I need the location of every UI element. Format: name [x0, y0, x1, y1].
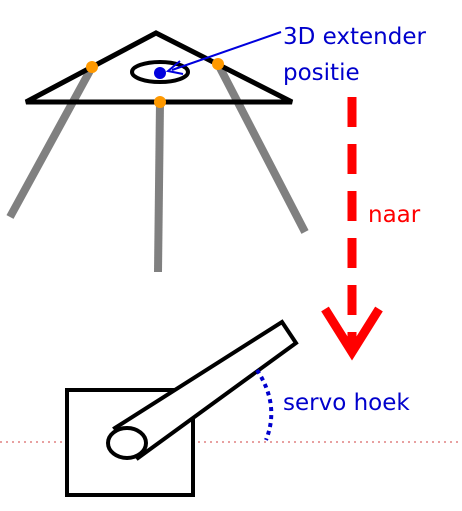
- joint-left: [86, 61, 98, 73]
- servo-shaft: [106, 426, 148, 460]
- extender-pointer-arrow: [165, 31, 282, 75]
- extender-label-line1: 3D extender: [283, 24, 427, 50]
- left-leg: [6, 65, 96, 219]
- servo-angle-arc: [255, 368, 274, 441]
- servo-angle-label: servo hoek: [283, 390, 410, 416]
- right-leg: [214, 62, 309, 234]
- transform-label: naar: [368, 202, 421, 228]
- delta-legs: [6, 62, 309, 273]
- joint-bottom: [154, 96, 166, 108]
- joint-right: [212, 58, 224, 70]
- middle-leg: [154, 101, 164, 273]
- extender-ring: [130, 60, 190, 84]
- transform-arrow: [321, 97, 383, 361]
- extender-position-dot: [154, 67, 166, 79]
- extender-label-line2: positie: [283, 60, 360, 86]
